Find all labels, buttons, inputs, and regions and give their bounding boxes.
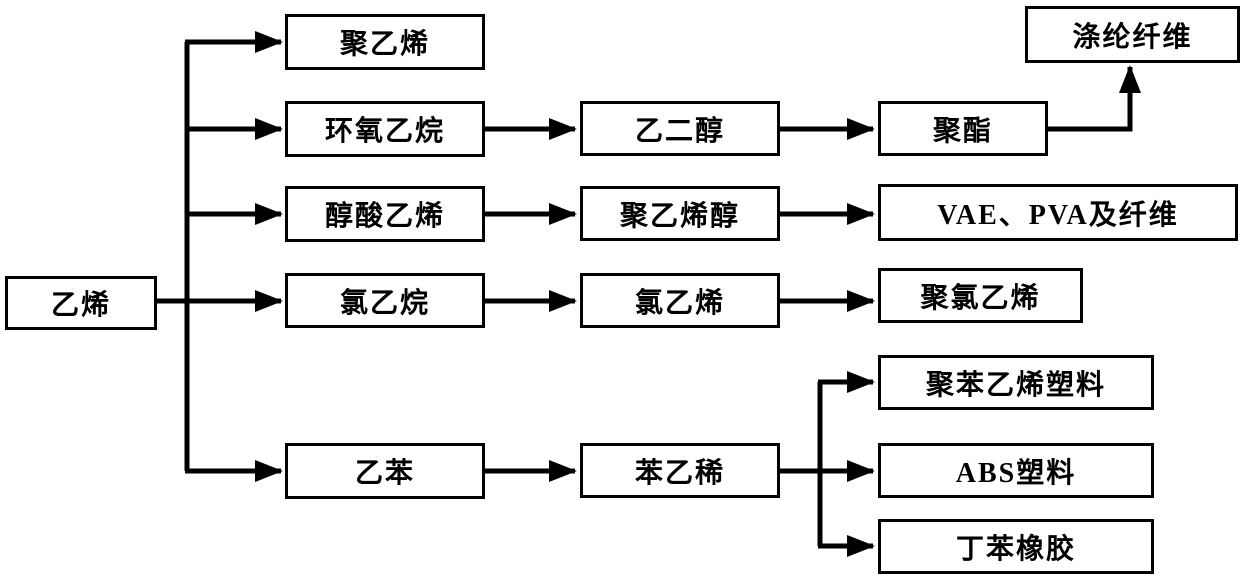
node-ethylene-oxide: 环氧乙烷 bbox=[285, 101, 485, 157]
node-ethylene-glycol: 乙二醇 bbox=[580, 101, 780, 156]
node-vinyl-chloride: 氯乙烯 bbox=[580, 273, 780, 328]
node-ethylene: 乙烯 bbox=[5, 276, 157, 330]
node-vae-pva-fiber: VAE、PVA及纤维 bbox=[878, 184, 1238, 241]
node-sbr-rubber: 丁苯橡胶 bbox=[878, 519, 1154, 574]
node-polyvinyl-alcohol: 聚乙烯醇 bbox=[580, 186, 780, 241]
node-vinyl-acetate: 醇酸乙烯 bbox=[285, 186, 485, 242]
node-pvc: 聚氯乙烯 bbox=[878, 268, 1083, 323]
node-abs-plastic: ABS塑料 bbox=[878, 443, 1154, 498]
node-chloroethane: 氯乙烷 bbox=[285, 273, 485, 328]
node-polyester-fiber: 涤纶纤维 bbox=[1025, 6, 1240, 63]
node-styrene: 苯乙稀 bbox=[580, 443, 780, 498]
node-ethylbenzene: 乙苯 bbox=[285, 443, 485, 499]
edge-polyester-fiber bbox=[1048, 65, 1141, 132]
node-polyester: 聚酯 bbox=[878, 101, 1048, 156]
node-polystyrene-plastic: 聚苯乙烯塑料 bbox=[878, 355, 1154, 410]
node-polyethylene: 聚乙烯 bbox=[285, 14, 485, 70]
